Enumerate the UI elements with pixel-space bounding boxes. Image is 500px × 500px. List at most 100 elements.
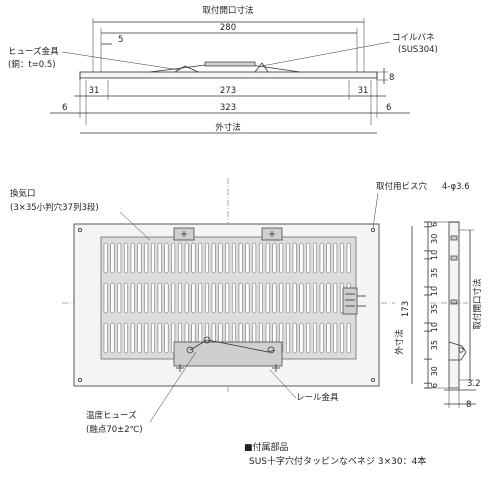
vent-slot — [238, 282, 243, 314]
vent-slot — [225, 242, 230, 274]
center-hinge — [204, 61, 256, 67]
vent-slot — [272, 242, 277, 274]
screw-hole-bl — [78, 377, 83, 382]
accessories-note: ■付属部品 SUS十字穴付タッピンなベネジ 3×30：4本 — [244, 441, 426, 467]
vent-slot — [252, 282, 257, 314]
vent-slot — [218, 282, 223, 314]
vent-slot — [286, 242, 290, 274]
vent-slot — [340, 322, 344, 354]
vent-slot — [306, 282, 311, 314]
vent-slot — [286, 322, 290, 354]
vent-slot — [245, 282, 250, 314]
frame-profile — [79, 71, 378, 79]
vent-slot — [292, 282, 297, 314]
accessories-title: ■付属部品 — [244, 441, 289, 453]
side-dim-label: 10 — [430, 250, 439, 260]
vent-slot — [306, 322, 311, 354]
vent-slot — [279, 282, 284, 314]
side-depth-small: 3.2 — [467, 379, 481, 389]
vent-slot — [245, 242, 250, 274]
vent-slot — [191, 242, 196, 274]
rail-label: レール金具 — [296, 392, 339, 403]
vent-slot — [124, 322, 128, 354]
vent-slot — [198, 282, 203, 314]
front-view: 換気口 (3×35小判穴37列3段) 取付用ビス穴 4-φ3.6 レール金具 温… — [10, 178, 470, 435]
side-dim-label: 6 — [430, 383, 439, 388]
vent-slot — [252, 242, 257, 274]
vent-slot — [157, 282, 162, 314]
vent-slot — [211, 282, 216, 314]
vent-slot — [117, 242, 122, 274]
margin-right: 6 — [386, 103, 391, 113]
side-dim-label: 35 — [430, 268, 439, 278]
vent-slot — [340, 242, 344, 274]
vent-slot — [164, 242, 169, 274]
side-dim-label: 6 — [430, 222, 439, 227]
vent-slot — [151, 242, 155, 274]
screw-hole-tr — [370, 227, 375, 232]
vent-slot — [178, 242, 182, 274]
temp-fuse-label: 温度ヒューズ — [86, 410, 137, 421]
vent-slot — [117, 322, 122, 354]
side-dim-label: 10 — [430, 286, 439, 296]
side-dim-label: 10 — [430, 322, 439, 332]
vent-slot — [299, 242, 304, 274]
side-outer-label: 外寸法 — [394, 329, 405, 355]
vent-slot — [333, 282, 338, 314]
fuse-pin-top — [203, 336, 211, 344]
inner-value: 273 — [220, 86, 236, 96]
screw-label: 取付用ビス穴 — [376, 181, 428, 192]
fuse-pin-right — [267, 346, 275, 354]
vent-slot — [211, 242, 216, 274]
vent-slot — [272, 282, 277, 314]
fuse-pin-left — [186, 346, 194, 354]
vent-slot — [191, 282, 196, 314]
vent-slot — [184, 282, 189, 314]
vent-slot — [144, 282, 149, 314]
opening-label: 取付開口寸法 — [202, 5, 253, 16]
vent-slot — [346, 242, 351, 274]
vent-slot — [299, 322, 304, 354]
screw-hole-tl — [78, 227, 83, 232]
fuse-label: ヒューズ金具 — [8, 46, 59, 57]
temp-fuse-spec: (融点70±2℃) — [86, 424, 143, 435]
accessories-item: SUS十字穴付タッピンなベネジ 3×30：4本 — [249, 455, 426, 467]
vent-slot — [137, 242, 142, 274]
vent-slot — [178, 282, 182, 314]
screw-spec: 4-φ3.6 — [442, 182, 470, 192]
vent-slot — [333, 242, 338, 274]
side-overall: 173 — [401, 301, 411, 317]
vent-label: 換気口 — [10, 188, 36, 199]
vent-slot — [279, 242, 284, 274]
vent-slot — [103, 282, 108, 314]
vent-slot — [124, 282, 128, 314]
side-profile — [448, 221, 460, 389]
side-dim-label: 30 — [430, 234, 439, 244]
vent-slot — [326, 282, 331, 314]
height-value: 8 — [389, 73, 394, 83]
vent-slot — [232, 242, 236, 274]
vent-slot — [151, 282, 155, 314]
vent-spec: (3×35小判穴37列3段) — [10, 202, 99, 213]
vent-slot — [218, 242, 223, 274]
vent-slot — [157, 242, 162, 274]
vent-slot — [265, 282, 270, 314]
coil-spring — [254, 62, 269, 73]
vent-slot — [306, 242, 311, 274]
vent-slot — [124, 242, 128, 274]
vent-slot — [171, 282, 176, 314]
vent-slot — [151, 322, 155, 354]
side-dim-label: 35 — [430, 304, 439, 314]
vent-slot — [130, 242, 135, 274]
vent-slot — [110, 322, 115, 354]
vent-slots — [103, 242, 351, 354]
vent-slot — [259, 242, 263, 274]
vent-slot — [198, 242, 203, 274]
vent-slot — [144, 322, 149, 354]
vent-slot — [346, 322, 351, 354]
vent-slot — [130, 322, 135, 354]
outer-label: 外寸法 — [215, 122, 241, 133]
side-dim-label: 30 — [430, 366, 439, 376]
